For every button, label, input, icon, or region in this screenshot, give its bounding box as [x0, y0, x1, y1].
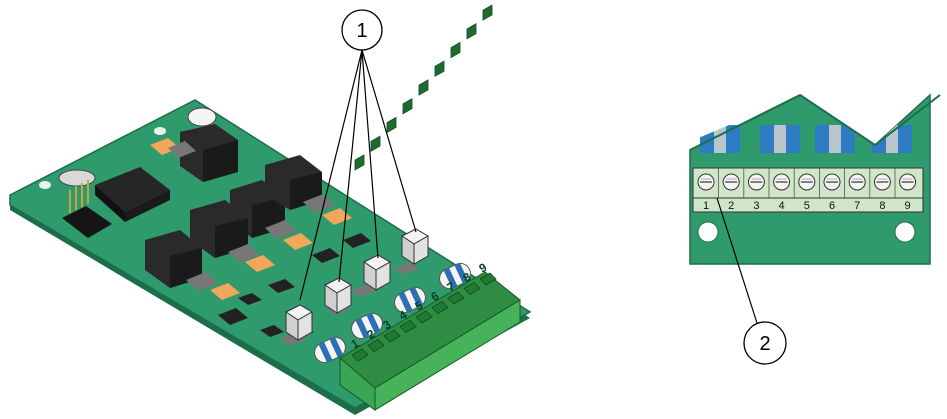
board-terminal-9: 9: [477, 4, 497, 286]
jumper-1: [285, 304, 313, 341]
callout-2-circle: [743, 321, 787, 365]
detail-mounting-hole: [894, 221, 916, 243]
detail-mounting-hole: [697, 221, 719, 243]
callout-2-label: 2: [759, 333, 770, 355]
crystal-oscillator: [58, 169, 96, 187]
battery-cell: [187, 107, 217, 127]
jumper-2: [324, 277, 352, 314]
detail-terminal-number: 9: [905, 200, 911, 212]
mounting-hole: [154, 127, 166, 135]
callout-1-label: 1: [356, 20, 367, 42]
detail-terminal-number: 1: [703, 200, 709, 212]
detail-terminal-number: 3: [753, 200, 759, 212]
mounting-hole: [39, 181, 51, 189]
terminal-detail-view: 1 2 3 4 5 6 7 8 9: [689, 93, 941, 265]
detail-terminal-number: 5: [804, 200, 810, 212]
detail-terminal-number: 2: [728, 200, 734, 212]
detail-terminal-4: 4: [768, 168, 791, 212]
detail-terminal-7: 7: [844, 168, 866, 212]
capacitors: [314, 262, 471, 364]
smd-components: [150, 138, 419, 346]
callout-1-circle: [341, 9, 383, 51]
jumper-4: [401, 228, 429, 265]
detail-terminal-number: 6: [829, 200, 835, 212]
jumper-blocks: [285, 228, 429, 341]
detail-terminal-1: 1: [697, 173, 715, 212]
detail-terminal-8: 8: [869, 168, 891, 212]
detail-terminal-6: 6: [819, 168, 841, 212]
board-terminal-number: 9: [477, 260, 490, 276]
detail-terminal-5: 5: [793, 168, 816, 212]
pin-header: [62, 180, 112, 238]
board-terminal-8: 8: [461, 23, 481, 296]
detail-terminal-2: 2: [718, 168, 740, 212]
callout-2: 2: [716, 197, 787, 365]
detail-terminal-number: 7: [854, 200, 860, 212]
detail-terminal-9: 9: [894, 168, 917, 212]
main-chip: [95, 167, 170, 212]
detail-terminal-3: 3: [743, 168, 765, 212]
detail-terminal-number: 4: [779, 200, 785, 212]
detail-terminal-number: 8: [879, 200, 885, 212]
detail-terminal-screws: 1 2 3 4 5 6 7 8 9: [697, 168, 917, 212]
jumper-3: [363, 254, 391, 291]
callout-1: 1: [299, 9, 417, 301]
